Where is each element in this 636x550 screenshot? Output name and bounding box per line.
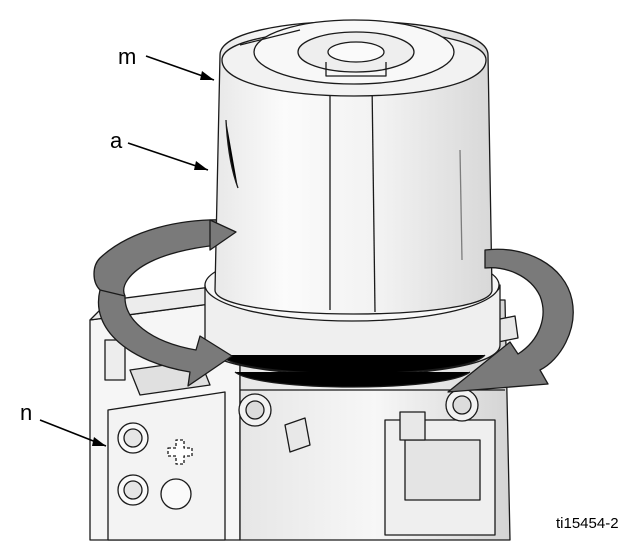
figure-id: ti15454-2 <box>556 515 619 532</box>
callout-m-label: m <box>118 44 136 69</box>
pump-front-panel <box>107 391 226 541</box>
callout-a-label: a <box>110 128 123 153</box>
reservoir-lid <box>221 19 487 97</box>
reservoir <box>214 20 493 315</box>
callout-leaders <box>39 55 215 447</box>
callout-n-label: n <box>20 400 32 425</box>
rotation-arrow-back-head <box>209 219 237 251</box>
rotation-arrow-front-right <box>447 248 574 393</box>
rotation-arrow-front-left <box>97 289 233 387</box>
